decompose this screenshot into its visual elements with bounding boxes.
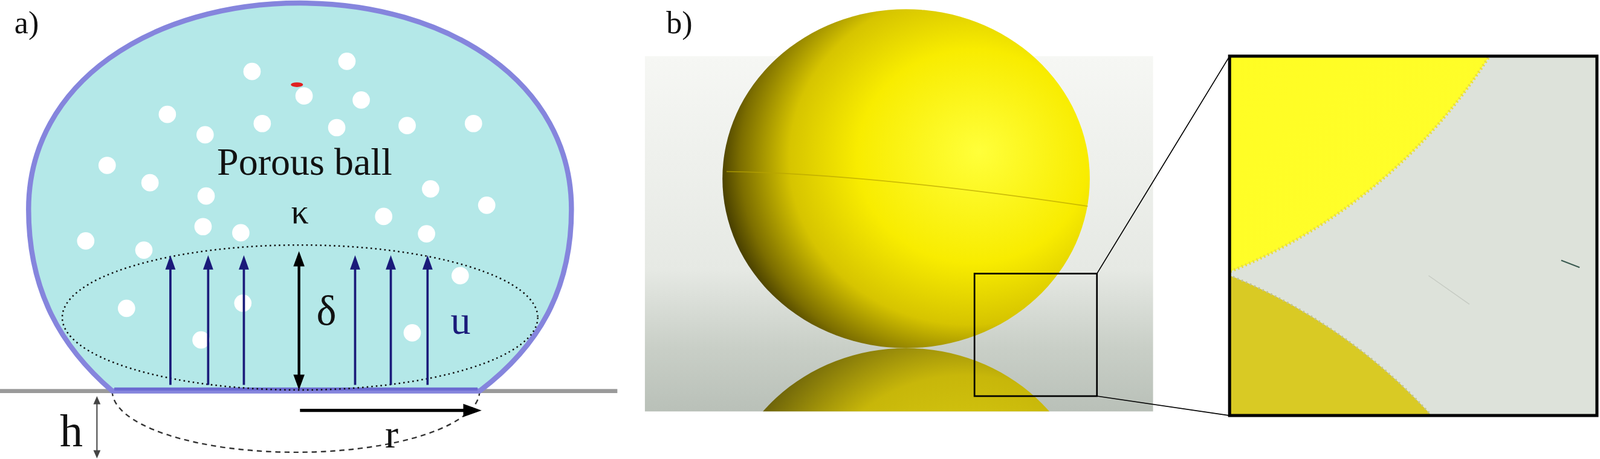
radius-symbol: r [385, 414, 399, 454]
porous-ball: Porous ball κ [20, 0, 583, 402]
depth-symbol: h [59, 407, 83, 454]
velocity-symbol: u [450, 300, 471, 341]
ball-title: Porous ball [217, 142, 393, 182]
thickness-symbol: δ [316, 289, 337, 332]
panel-letter: b) [666, 7, 693, 39]
panel-letter: a) [14, 7, 39, 39]
permeability-symbol: κ [290, 194, 309, 230]
